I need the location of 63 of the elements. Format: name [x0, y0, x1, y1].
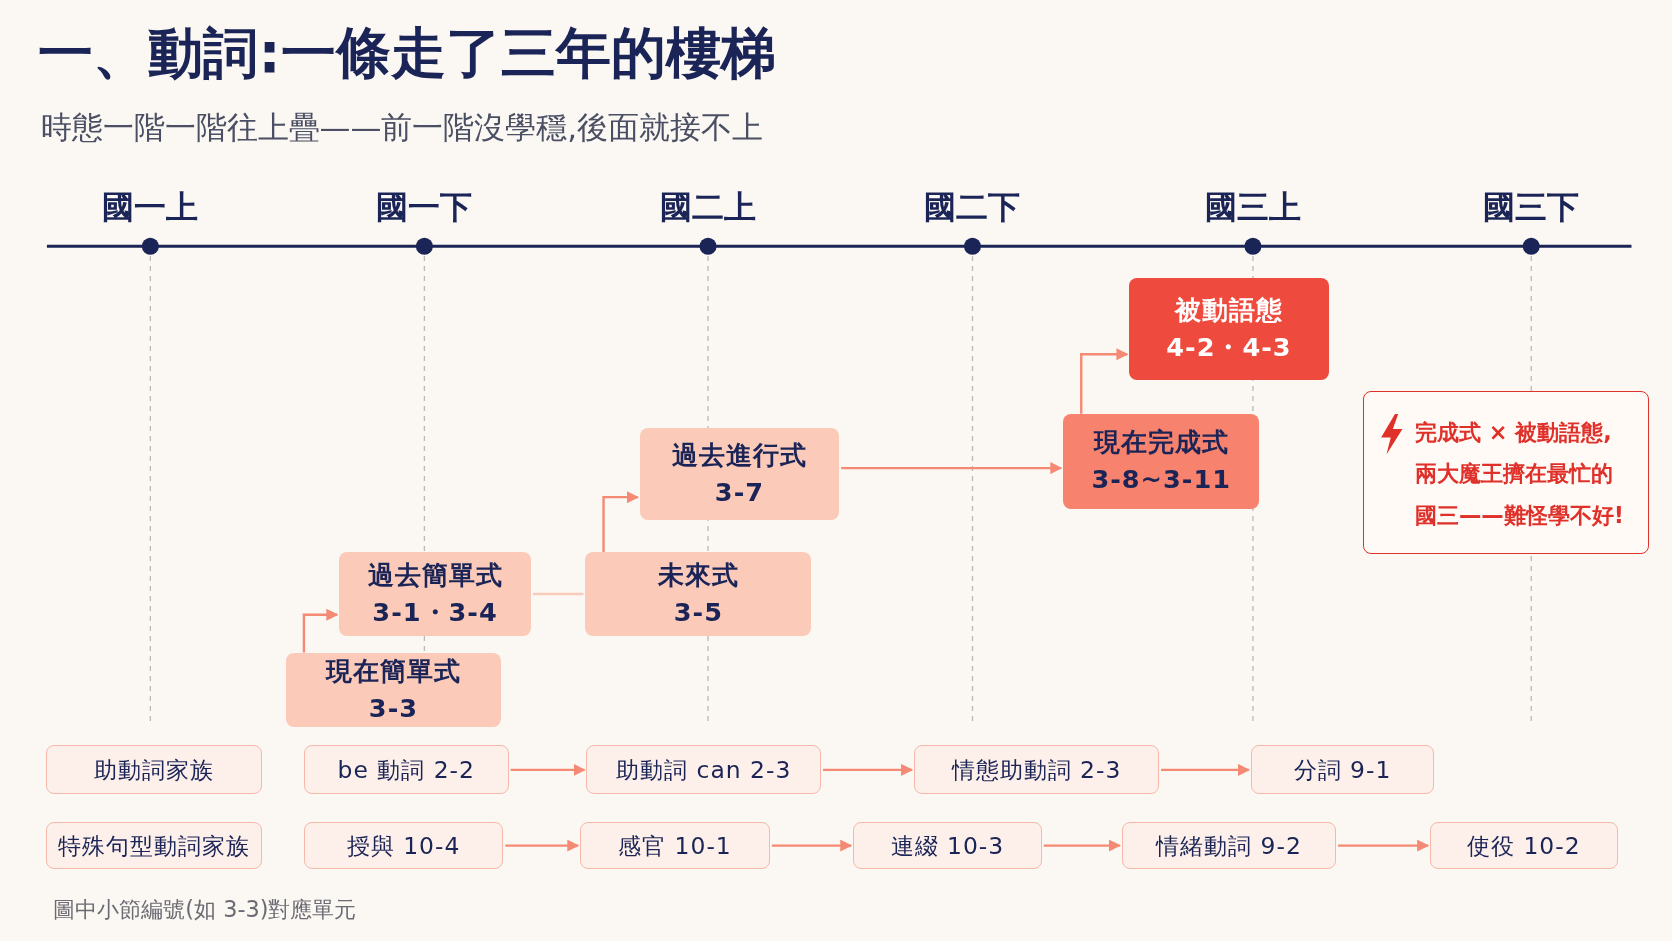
unit-box — [303, 745, 509, 795]
unit-label: 使役 10-2 — [1466, 830, 1581, 862]
arrow — [841, 462, 1063, 475]
unit-box — [1429, 822, 1618, 870]
connector-line — [533, 592, 584, 596]
semester-label: 國一下 — [375, 186, 474, 228]
unit-label: be 動詞 2-2 — [337, 754, 475, 786]
arrow — [1080, 348, 1129, 414]
unit-label: 助動詞 can 2-3 — [616, 754, 792, 786]
arrow — [510, 763, 586, 776]
unit-number: 3-7 — [714, 475, 765, 509]
tense-name: 過去簡單式 — [367, 558, 503, 592]
tense-box — [339, 552, 531, 636]
unit-box — [580, 822, 770, 870]
tense-box — [285, 652, 502, 728]
tense-box — [585, 552, 812, 636]
unit-box — [853, 822, 1042, 870]
unit-label: 特殊句型動詞家族 — [58, 830, 251, 862]
arrow — [1043, 839, 1121, 852]
semester-label: 國三上 — [1203, 186, 1302, 228]
subtitle: 時態一階一階往上疊——前一階沒學穩,後面就接不上 — [40, 107, 764, 147]
callout-box — [1362, 391, 1649, 555]
tense-name: 現在簡單式 — [325, 654, 461, 688]
unit-box — [303, 822, 504, 870]
title: 一、動詞:一條走了三年的樓梯 — [38, 20, 776, 88]
semester-label: 國二下 — [923, 186, 1022, 228]
semester-label: 國二上 — [659, 186, 758, 228]
arrow — [771, 839, 853, 852]
tense-box — [1129, 278, 1329, 380]
unit-label: 感官 10-1 — [618, 830, 732, 862]
unit-number: 3-8~3-11 — [1091, 463, 1232, 497]
arrow — [1338, 839, 1430, 852]
unit-number: 4-2・4-3 — [1166, 330, 1292, 364]
unit-label: 情態助動詞 2-3 — [951, 754, 1122, 786]
arrow — [1161, 763, 1250, 776]
unit-box — [1250, 745, 1435, 795]
unit-number: 3-5 — [673, 595, 724, 629]
tense-name: 被動語態 — [1174, 293, 1283, 327]
arrow — [602, 491, 639, 553]
unit-number: 3-3 — [368, 691, 419, 725]
semester-label: 國一上 — [101, 186, 200, 228]
tense-name: 未來式 — [657, 558, 739, 592]
arrow — [823, 763, 914, 776]
unit-label: 授與 10-4 — [346, 830, 461, 862]
unit-box — [45, 822, 263, 870]
tense-name: 過去進行式 — [671, 438, 807, 472]
unit-label: 連綴 10-3 — [890, 830, 1005, 862]
unit-box — [45, 745, 263, 795]
tense-box — [1063, 413, 1260, 509]
unit-box — [586, 745, 822, 795]
arrow — [302, 608, 339, 653]
unit-label: 分詞 9-1 — [1293, 754, 1392, 786]
unit-number: 3-1・3-4 — [372, 595, 498, 629]
unit-label: 助動詞家族 — [94, 754, 215, 786]
tense-name: 現在完成式 — [1093, 426, 1229, 460]
unit-box — [1121, 822, 1337, 870]
tense-box — [639, 427, 840, 521]
footnote: 圖中小節編號(如 3-3)對應單元 — [53, 894, 357, 924]
semester-label: 國三下 — [1482, 186, 1581, 228]
callout-text: 完成式 × 被動語態,兩大魔王擠在最忙的國三——難怪學不好! — [1414, 417, 1625, 530]
unit-box — [913, 745, 1160, 795]
arrow — [505, 839, 580, 852]
unit-label: 情緒動詞 9-2 — [1156, 830, 1302, 862]
